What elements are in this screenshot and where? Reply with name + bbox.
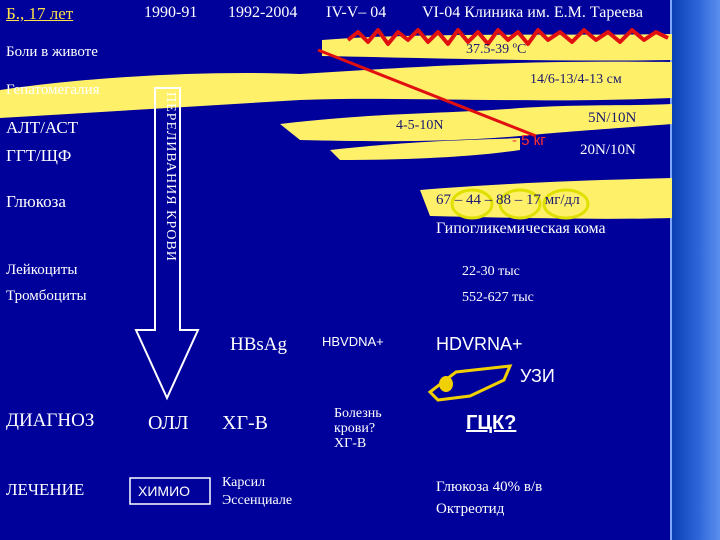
treatment-drug-1: Карсил bbox=[222, 475, 266, 490]
period-2004: IV-V– 04 bbox=[326, 4, 387, 21]
row-glucose: Глюкоза bbox=[6, 192, 66, 211]
treatment-glucose: Глюкоза 40% в/в bbox=[436, 479, 543, 495]
treatment-chemo: ХИМИО bbox=[138, 483, 191, 499]
row-hepatomegaly: Гепатомегалия bbox=[6, 82, 100, 98]
hypoglycemic-coma: Гипогликемическая кома bbox=[436, 220, 606, 237]
alt-value: 4-5-10N bbox=[396, 118, 444, 133]
leuko-value: 22-30 тыс bbox=[462, 264, 520, 279]
treatment-drug-2: Эссенциале bbox=[222, 493, 293, 508]
period-1990: 1990-91 bbox=[144, 4, 198, 21]
patient-label: Б., 17 лет bbox=[6, 4, 73, 24]
side-panel-border bbox=[670, 0, 672, 540]
ggt-band bbox=[330, 138, 520, 160]
glucose-values: 67 – 44 – 88 – 17 мг/дл bbox=[436, 192, 580, 208]
row-ggt-alp: ГГТ/ЩФ bbox=[6, 146, 72, 165]
period-clinic: VI-04 Клиника им. Е.М. Тареева bbox=[422, 4, 643, 21]
uzi-label: УЗИ bbox=[520, 366, 555, 386]
row-treatment: ЛЕЧЕНИЕ bbox=[6, 480, 85, 499]
period-1992: 1992-2004 bbox=[228, 4, 298, 21]
diagnosis-gck: ГЦК? bbox=[466, 412, 517, 434]
liver-lesion bbox=[439, 376, 453, 392]
glucose-circle-3 bbox=[542, 188, 590, 220]
treatment-drugs: Карсил Эссенциале bbox=[222, 474, 292, 510]
glucose-circle-2 bbox=[498, 188, 542, 220]
weight-loss-line bbox=[317, 48, 537, 138]
row-platelets: Тромбоциты bbox=[6, 288, 87, 304]
blood-disease-line-2: крови? bbox=[334, 421, 376, 436]
temperature-zigzag bbox=[346, 28, 669, 46]
diagnosis-hgv: ХГ-В bbox=[222, 412, 269, 434]
blood-disease-line-1: Болезнь bbox=[334, 406, 382, 421]
patient-text: Б., 17 лет bbox=[6, 4, 74, 23]
side-panel bbox=[672, 0, 720, 540]
diagnosis-oll: ОЛЛ bbox=[148, 412, 189, 434]
blood-disease-line-3: ХГ-В bbox=[334, 436, 367, 451]
transfusion-arrow bbox=[134, 87, 200, 401]
liver-size-value: 14/6-13/4-13 см bbox=[530, 72, 622, 87]
liver-sketch bbox=[427, 364, 513, 402]
alt-later-value: 5N/10N bbox=[588, 110, 637, 126]
platelet-value: 552-627 тыс bbox=[462, 290, 534, 305]
row-pain: Боли в животе bbox=[6, 44, 98, 60]
treatment-octreotide: Октреотид bbox=[436, 501, 505, 517]
hbvdna-marker: HBVDNA+ bbox=[322, 334, 384, 349]
weight-loss-value: - 5 кг bbox=[512, 132, 546, 149]
hbsag-marker: HBsAg bbox=[230, 334, 288, 355]
alt-band bbox=[280, 104, 672, 142]
ggt-later-value: 20N/10N bbox=[580, 142, 636, 158]
row-diagnosis: ДИАГНОЗ bbox=[6, 410, 95, 431]
hepatomegaly-band bbox=[0, 61, 672, 118]
transfusion-label: ПЕРЕЛИВАНИЯ КРОВИ bbox=[163, 92, 178, 262]
hdvrna-marker: HDVRNA+ bbox=[436, 334, 523, 354]
diagnosis-blood-disease: Болезнь крови? ХГ-В bbox=[334, 406, 382, 451]
row-leukocytes: Лейкоциты bbox=[6, 262, 78, 278]
row-alt-ast: АЛТ/АСТ bbox=[6, 118, 79, 137]
chemo-box bbox=[129, 477, 211, 505]
treatment-later: Глюкоза 40% в/в Октреотид bbox=[436, 476, 542, 520]
temperature-value: 37.5-39 ºС bbox=[466, 42, 527, 57]
glucose-circle-1 bbox=[450, 188, 494, 220]
